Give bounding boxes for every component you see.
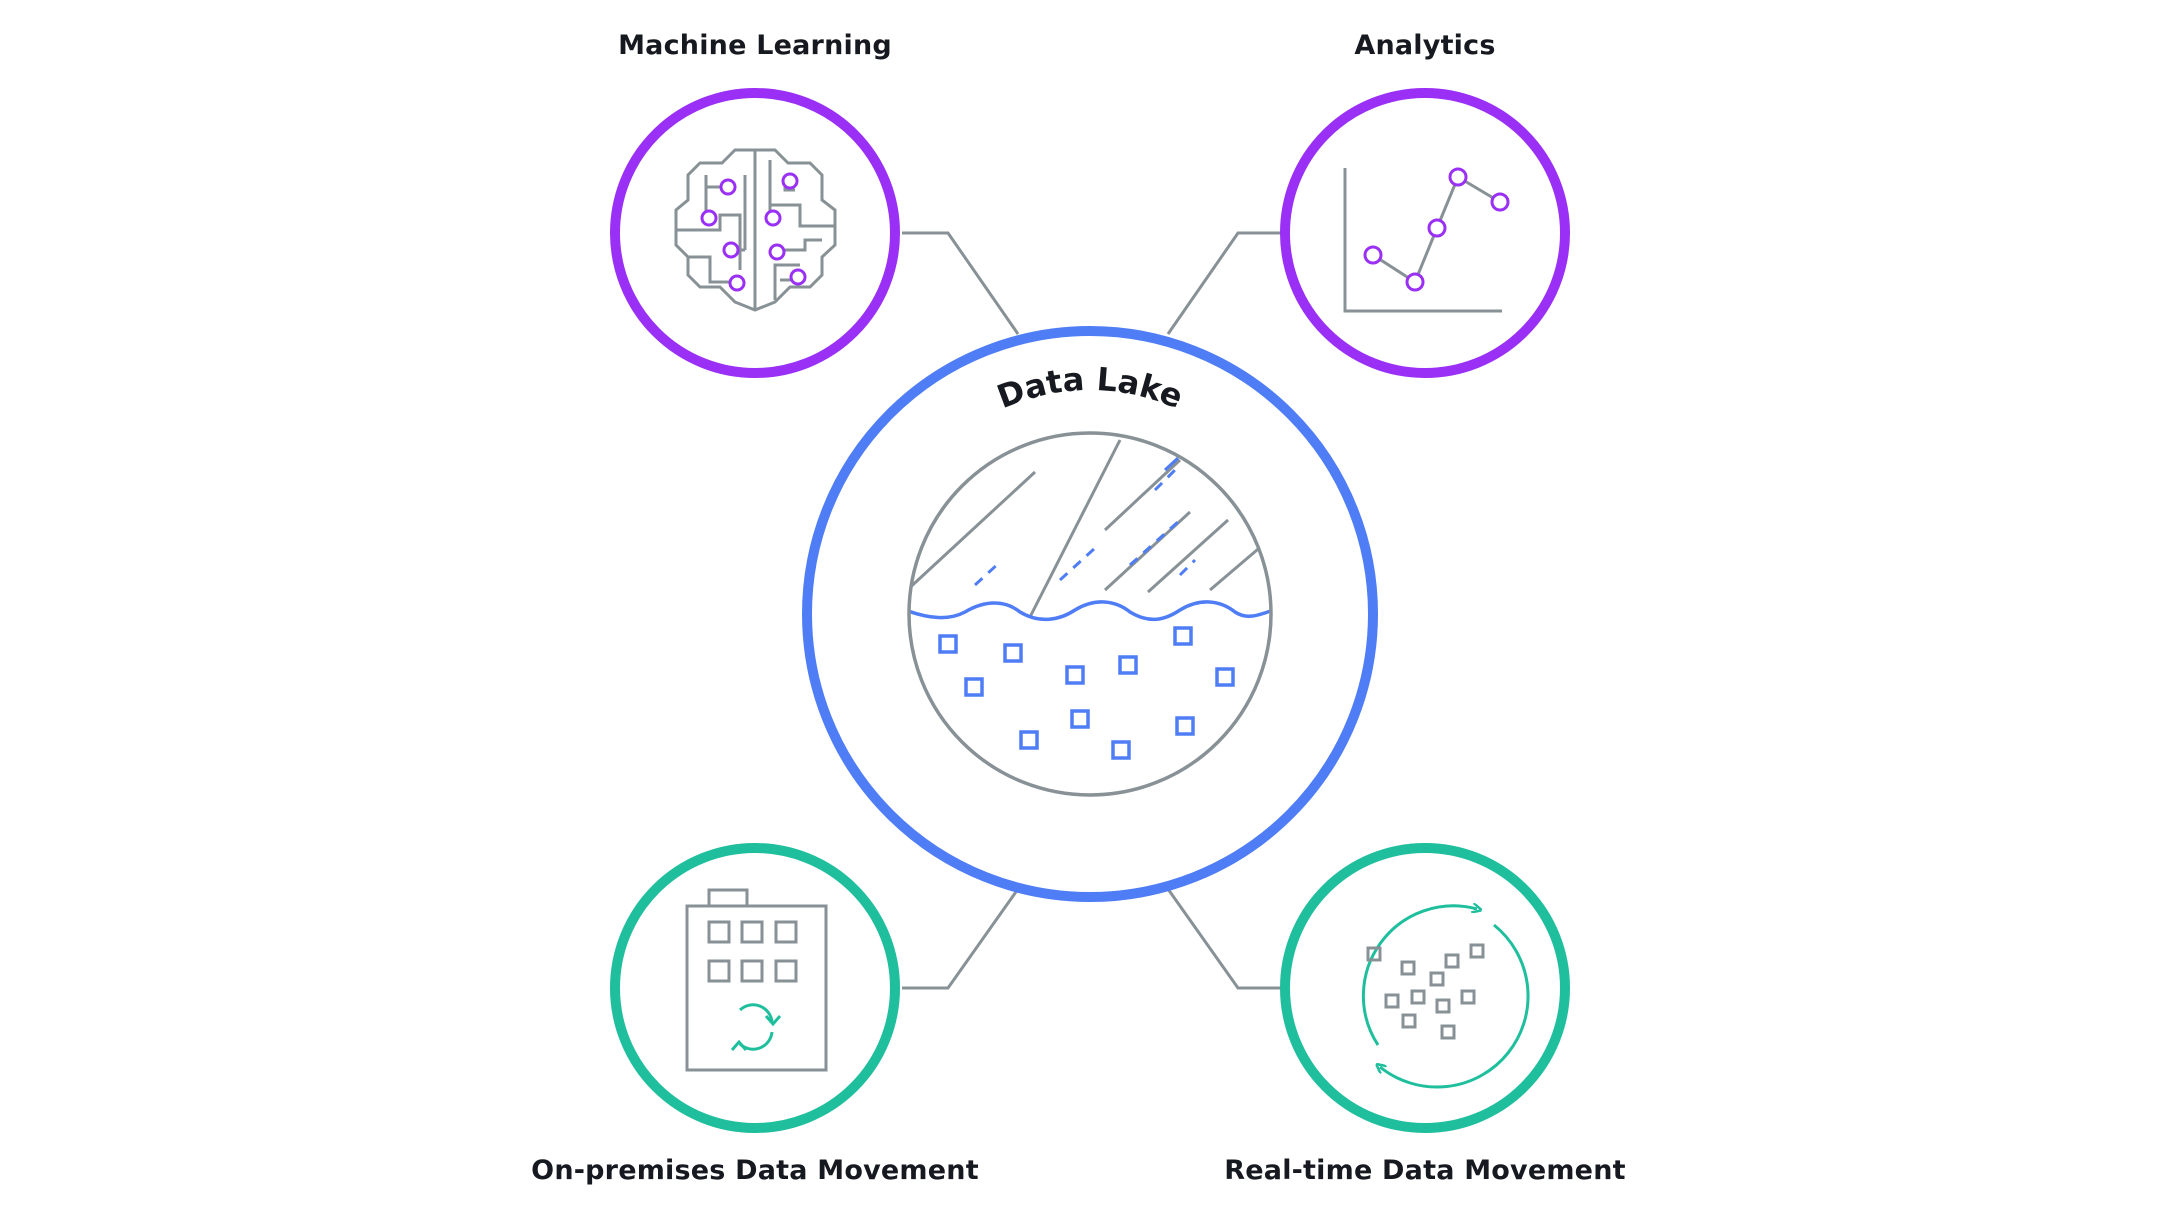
sync-icon bbox=[730, 1003, 782, 1051]
rain-streaks bbox=[909, 439, 1265, 618]
node-ring-on-premises bbox=[610, 843, 900, 1133]
water-surface bbox=[909, 600, 1271, 622]
connector-real-time bbox=[1166, 888, 1288, 990]
lake-icon-outline bbox=[907, 431, 1273, 797]
chart-points bbox=[1363, 167, 1510, 292]
data-blocks bbox=[938, 626, 1235, 760]
node-label-machine-learning: Machine Learning bbox=[618, 30, 892, 61]
brain-nodes bbox=[700, 172, 807, 292]
connector-on-premises bbox=[902, 888, 1020, 990]
node-ring-real-time bbox=[1280, 843, 1570, 1133]
node-machine-learning: Machine Learning bbox=[610, 30, 900, 378]
node-real-time: Real-time Data Movement bbox=[1224, 843, 1626, 1186]
node-analytics: Analytics bbox=[1280, 30, 1570, 378]
lake-icon bbox=[907, 431, 1273, 797]
node-label-real-time: Real-time Data Movement bbox=[1224, 1155, 1625, 1186]
building-sync-icon bbox=[685, 888, 828, 1072]
node-ring-analytics bbox=[1280, 88, 1570, 378]
node-label-analytics: Analytics bbox=[1354, 30, 1495, 61]
node-on-premises: On-premises Data Movement bbox=[531, 843, 979, 1186]
chart-axes bbox=[1343, 168, 1502, 313]
connectors bbox=[902, 231, 1288, 990]
streaming-data-icon bbox=[1361, 906, 1530, 1089]
connector-machine-learning bbox=[902, 231, 1020, 335]
data-lake-node: Data Lake bbox=[802, 326, 1378, 902]
stream-data-points bbox=[1366, 943, 1485, 1040]
connector-analytics bbox=[1166, 231, 1288, 335]
line-chart-icon bbox=[1343, 167, 1510, 313]
data-lake-ring bbox=[802, 326, 1378, 902]
stream-arcs bbox=[1361, 906, 1530, 1089]
node-label-on-premises: On-premises Data Movement bbox=[531, 1155, 979, 1186]
